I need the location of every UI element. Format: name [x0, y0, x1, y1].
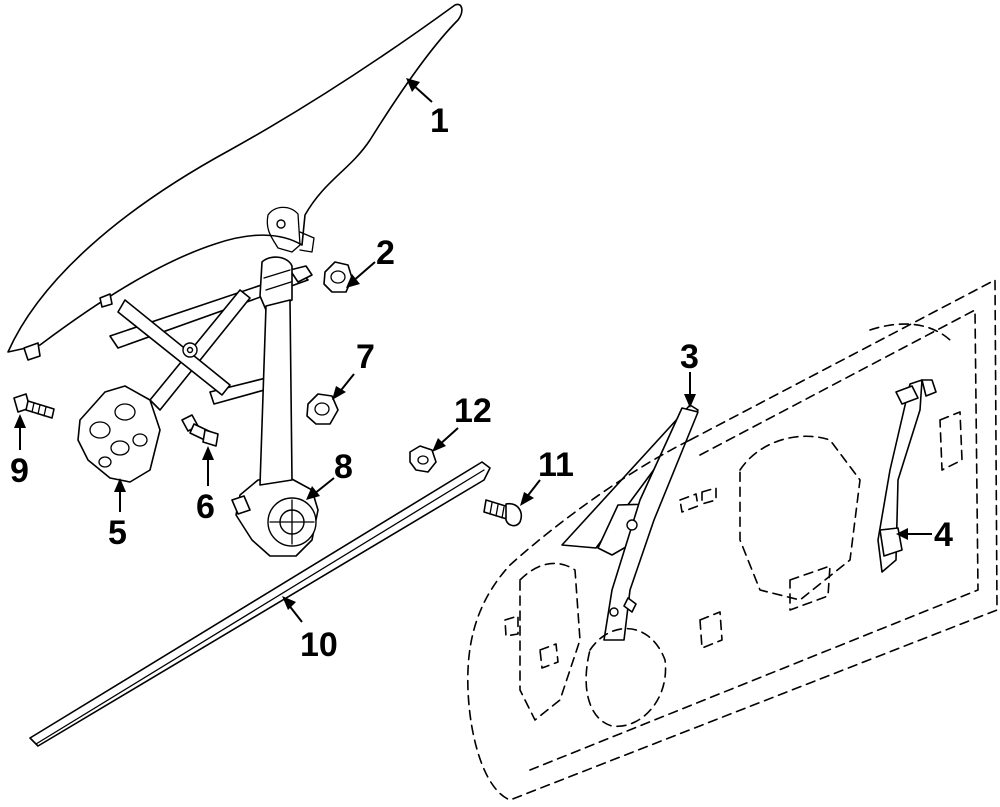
part-bolt-9	[13, 393, 55, 419]
callout-6: 6	[196, 488, 215, 526]
part-bolt-6	[181, 414, 219, 447]
callout-2: 2	[376, 234, 395, 272]
part-run-channel	[561, 404, 699, 641]
part-rear-guide	[877, 379, 937, 573]
part-nut-2	[323, 261, 353, 293]
leader-lines	[14, 78, 932, 623]
callout-8: 8	[334, 448, 353, 486]
callout-3: 3	[680, 338, 699, 376]
part-clip-12	[409, 445, 437, 473]
callout-9: 9	[10, 452, 29, 490]
callout-12: 12	[454, 392, 492, 430]
callout-4: 4	[934, 516, 953, 554]
part-nut-7	[306, 393, 339, 425]
callout-5: 5	[108, 514, 127, 552]
part-screw-11	[483, 499, 522, 527]
callout-10: 10	[300, 626, 338, 664]
part-window-motor	[231, 256, 319, 557]
callout-7: 7	[356, 338, 375, 376]
callout-11: 11	[538, 446, 574, 484]
part-window-regulator	[77, 265, 313, 483]
callout-labels: 1 2 3 4 5 6 7 8 9 10 11 12	[10, 102, 953, 664]
part-belt-molding	[29, 461, 491, 747]
part-door-glass	[7, 3, 463, 361]
callout-1: 1	[430, 102, 449, 140]
door-shell	[466, 279, 998, 801]
